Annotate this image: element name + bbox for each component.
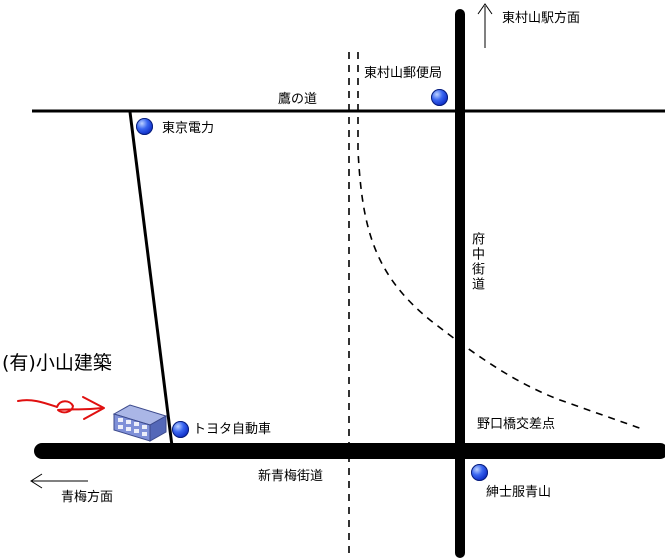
tepco-label: 東京電力 xyxy=(162,121,215,136)
west-direction-label: 青梅方面 xyxy=(61,490,114,505)
company-name: (有)小山建築 xyxy=(2,352,112,374)
north-direction-label: 東村山駅方面 xyxy=(502,11,581,26)
side-street xyxy=(128,111,174,447)
west-arrow-icon xyxy=(30,473,88,489)
north-road-label: 鷹の道 xyxy=(278,92,318,107)
toyota-label: トヨタ自動車 xyxy=(193,422,272,437)
post-office-label: 東村山郵便局 xyxy=(364,66,443,81)
aoki-label: 紳士服青山 xyxy=(486,485,552,500)
toyota-pin-icon xyxy=(172,421,189,438)
east-road-label: 府中街道 xyxy=(469,232,484,292)
post-office-pin-icon xyxy=(431,89,448,106)
railway-curve xyxy=(357,52,646,431)
intersection-label: 野口橋交差点 xyxy=(477,417,556,432)
south-road-label: 新青梅街道 xyxy=(258,469,324,484)
office-building-icon xyxy=(112,404,168,442)
north-arrow-icon xyxy=(477,3,493,48)
tepco-pin-icon xyxy=(136,118,153,135)
red-pointer-icon xyxy=(17,396,105,420)
aoki-pin-icon xyxy=(471,464,488,481)
